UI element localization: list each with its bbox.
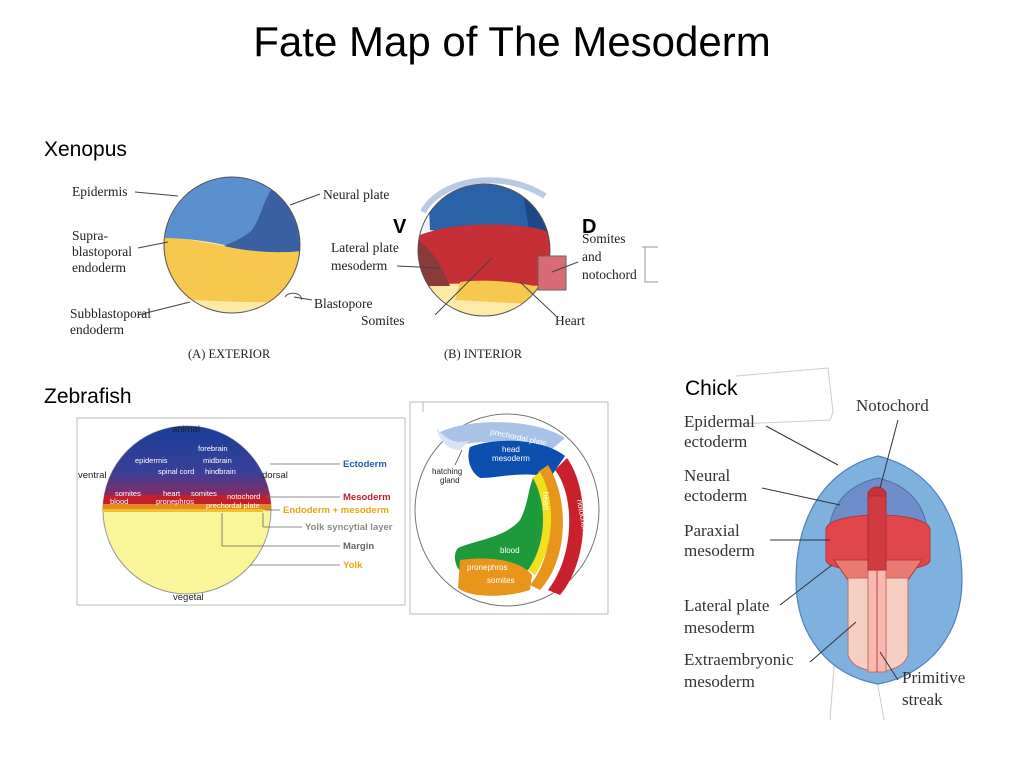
label-blastopore: Blastopore	[314, 296, 373, 311]
xenopus-exterior-embryo	[164, 177, 300, 313]
zf-heart: heart	[163, 489, 181, 498]
zf-somites-1: somites	[115, 489, 141, 498]
zf-legend-mesoderm: Mesoderm	[343, 492, 391, 503]
zf-forebrain: forebrain	[198, 444, 228, 453]
label-neural-plate: Neural plate	[323, 187, 389, 202]
label-subblastoporal-2: endoderm	[70, 322, 124, 337]
larva-blood: blood	[500, 546, 520, 555]
chick-label-paraxial-1: Paraxial	[684, 521, 740, 540]
caption-exterior: (A) EXTERIOR	[188, 347, 271, 361]
label-somites: Somites	[361, 313, 405, 328]
chick-label-paraxial-2: mesoderm	[684, 541, 755, 560]
zf-dorsal: dorsal	[262, 470, 288, 481]
chick-embryo	[795, 455, 963, 721]
chick-label-lateral-2: mesoderm	[684, 618, 755, 637]
label-somites-notochord-3: notochord	[582, 267, 637, 282]
chick-label-neural-2: ectoderm	[684, 486, 747, 505]
larva-hatching-1: hatching	[432, 467, 462, 476]
chick-label-epidermal-2: ectoderm	[684, 432, 747, 451]
label-somites-notochord-2: and	[582, 249, 602, 264]
zf-midbrain: midbrain	[203, 456, 232, 465]
xenopus-heading: Xenopus	[44, 138, 127, 161]
ventral-marker: V	[393, 216, 407, 238]
zebrafish-heading: Zebrafish	[44, 385, 132, 408]
zf-legend-endo-meso: Endoderm + mesoderm	[283, 505, 389, 516]
label-lateral-plate-1: Lateral plate	[331, 240, 399, 255]
label-supra-3: endoderm	[72, 260, 126, 275]
zf-animal: animal	[172, 424, 200, 435]
chick-label-neural-1: Neural	[684, 466, 731, 485]
chick-label-lateral-1: Lateral plate	[684, 596, 769, 615]
zf-hindbrain: hindbrain	[205, 467, 236, 476]
zf-legend-leaders	[221, 463, 340, 566]
xenopus-interior-outline	[417, 183, 551, 317]
zf-somites-2: somites	[191, 489, 217, 498]
chick-label-primitive-1: Primitive	[902, 668, 965, 687]
dorsal-marker: D	[582, 216, 596, 238]
chick-label-epidermal-1: Epidermal	[684, 412, 755, 431]
label-heart: Heart	[555, 313, 585, 328]
caption-interior: (B) INTERIOR	[444, 347, 523, 361]
larva-hatching-2: gland	[440, 476, 460, 485]
zf-blood: blood	[110, 497, 128, 506]
label-subblastoporal-1: Subblastoporal	[70, 306, 151, 321]
label-somites-notochord-1: Somites	[582, 231, 626, 246]
zf-legend-yolk: Yolk	[343, 560, 363, 571]
label-lateral-plate-2: mesoderm	[331, 258, 388, 273]
larva-tissues	[437, 422, 584, 596]
notochord-block	[537, 255, 567, 291]
zf-notochord: notochord	[227, 492, 260, 501]
zf-spinal-cord: spinal cord	[158, 467, 194, 476]
label-epidermis: Epidermis	[72, 184, 128, 199]
zf-legend-ectoderm: Ectoderm	[343, 459, 387, 470]
chick-heading: Chick	[685, 377, 738, 400]
larva-head-1: head	[502, 445, 520, 454]
zf-legend-margin: Margin	[343, 541, 374, 552]
zf-pronephros: pronephros	[156, 497, 194, 506]
xenopus-exterior-leaders	[134, 191, 321, 316]
larva-pronephros: pronephros	[467, 563, 507, 572]
label-supra-2: blastoporal	[72, 244, 132, 259]
chick-leaders	[761, 419, 899, 681]
zf-ventral: ventral	[78, 470, 107, 481]
blastopore-notch	[284, 292, 302, 301]
page-title: Fate Map of The Mesoderm	[253, 18, 771, 65]
xenopus-exterior-outline	[163, 176, 301, 314]
zf-vegetal: vegetal	[173, 592, 204, 603]
larva-head-2: mesoderm	[492, 454, 530, 463]
larva-somites: somites	[487, 576, 515, 585]
label-supra-1: Supra-	[72, 228, 108, 243]
chick-label-extraembryonic-1: Extraembryonic	[684, 650, 794, 669]
xenopus-interior-embryo	[418, 184, 550, 316]
blastocoel-roof	[420, 177, 547, 214]
xenopus-interior-leaders	[396, 257, 579, 317]
larva-heart: heart	[541, 492, 551, 511]
chick-label-notochord: Notochord	[856, 396, 929, 415]
chick-label-primitive-2: streak	[902, 690, 943, 709]
zf-prechordal-plate: prechordal plate	[206, 501, 260, 510]
chick-label-extraembryonic-2: mesoderm	[684, 672, 755, 691]
zf-epidermis: epidermis	[135, 456, 168, 465]
zf-legend-ysl: Yolk syncytial layer	[305, 522, 393, 533]
